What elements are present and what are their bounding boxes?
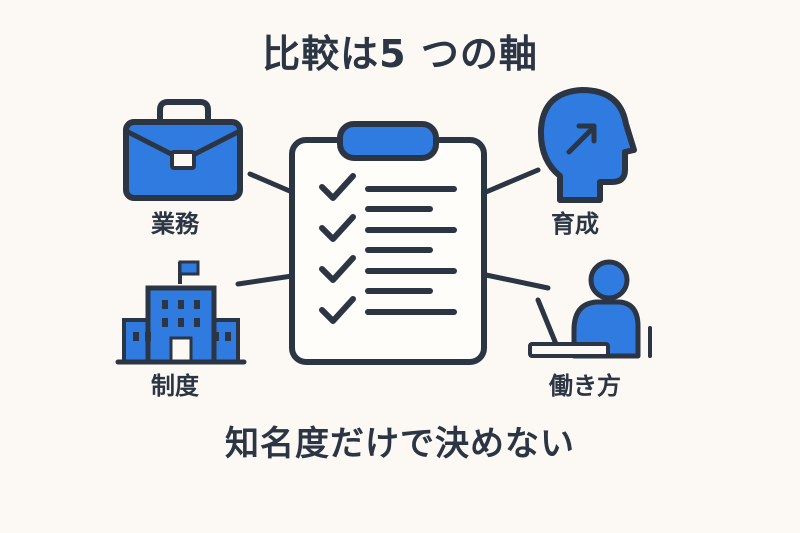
person-laptop-icon bbox=[528, 259, 652, 359]
page-subtitle: 知名度だけで決めない bbox=[225, 424, 575, 464]
connector-lines bbox=[235, 167, 551, 291]
head-growth-icon bbox=[537, 87, 637, 203]
check-mark-icon bbox=[319, 255, 356, 283]
building-icon bbox=[115, 260, 247, 365]
axis-label-gyomu: 業務 bbox=[151, 210, 199, 238]
check-mark-icon bbox=[319, 296, 356, 324]
connector-ikusei bbox=[483, 167, 541, 195]
check-mark-icon bbox=[319, 214, 356, 242]
axis-label-hatarakikata: 働き方 bbox=[549, 372, 621, 400]
connector-hatarakikata bbox=[483, 272, 551, 291]
briefcase-icon bbox=[123, 99, 243, 201]
axis-label-seido: 制度 bbox=[151, 372, 199, 400]
axis-label-ikusei: 育成 bbox=[551, 210, 599, 238]
arrow-up-right-icon bbox=[566, 123, 597, 155]
connector-seido bbox=[235, 273, 295, 287]
check-mark-icon bbox=[319, 173, 356, 201]
page-title: 比較は5 つの軸 bbox=[262, 32, 538, 76]
connector-gyomu bbox=[247, 171, 295, 195]
checklist-clipboard-icon bbox=[289, 121, 487, 365]
